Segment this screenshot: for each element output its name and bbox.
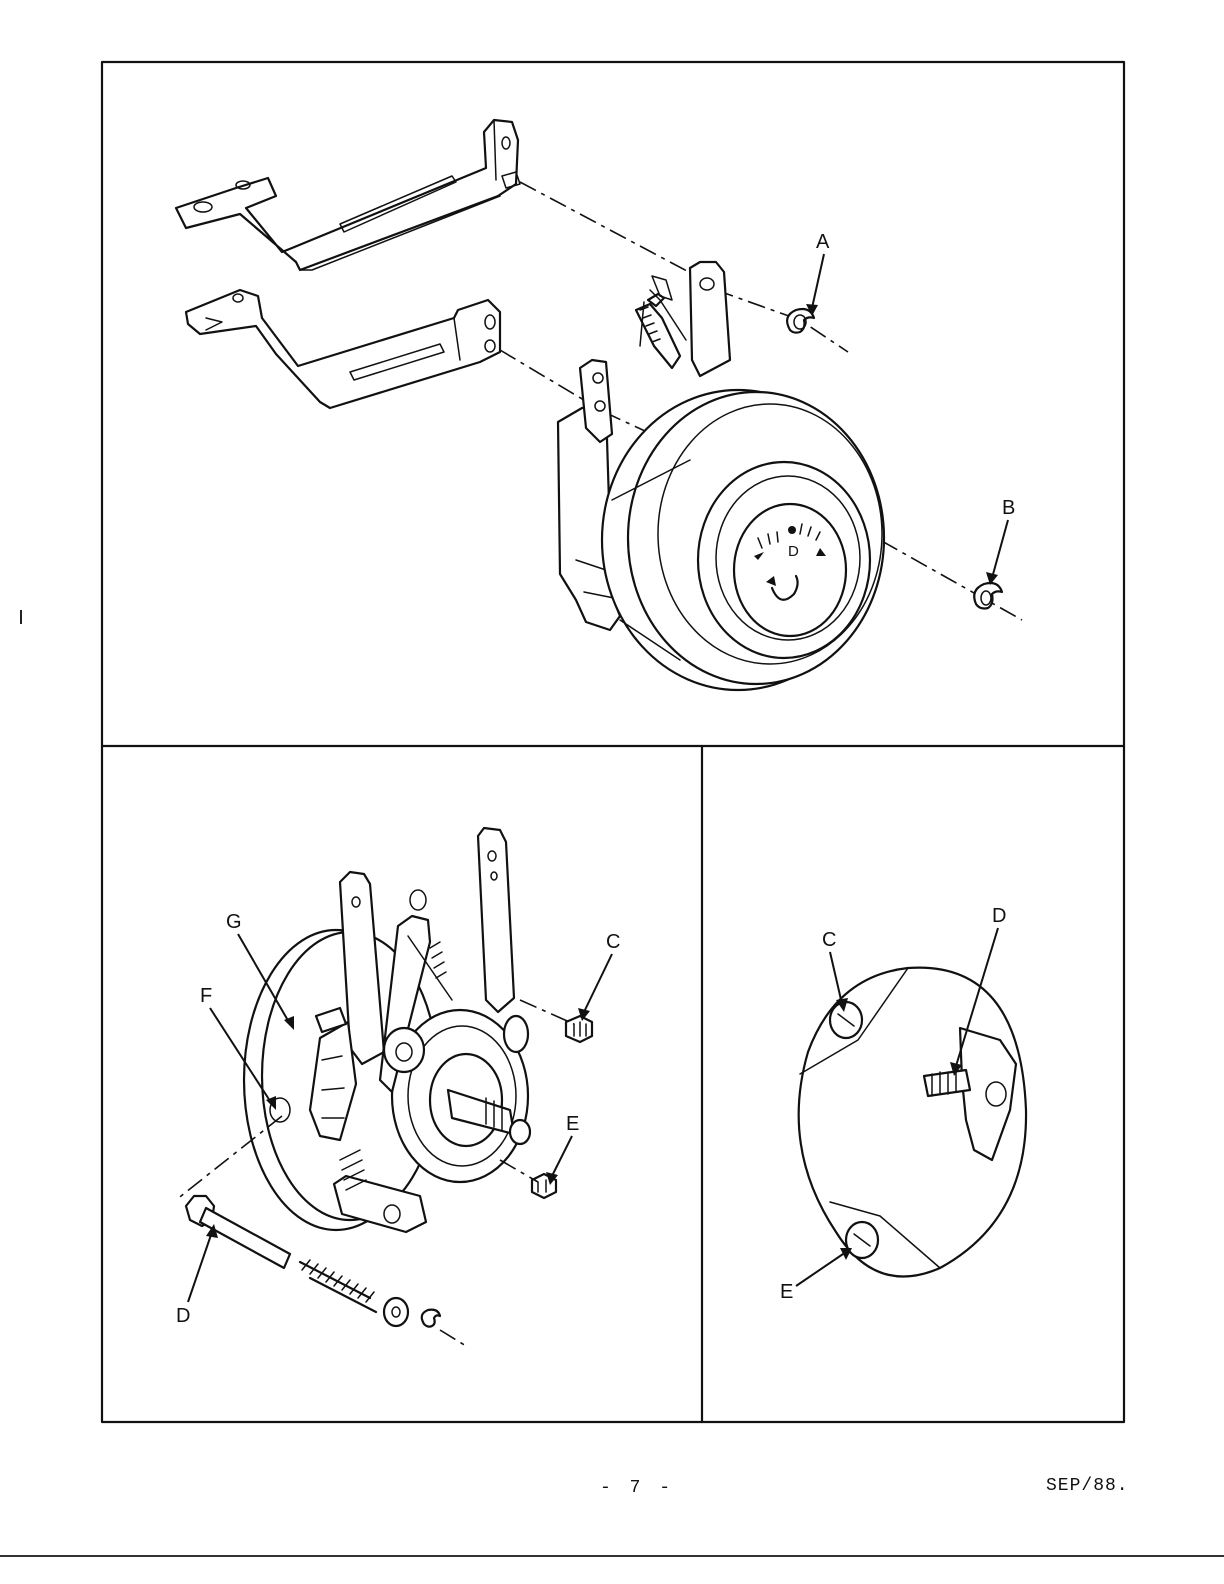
screw-c (564, 1014, 594, 1044)
svg-text:G: G (226, 911, 242, 933)
bolt-d-with-spring (184, 1194, 467, 1347)
lower-bracket (184, 288, 502, 410)
svg-text:C: C (606, 931, 620, 953)
e-ring-a (785, 307, 816, 334)
svg-text:D: D (992, 905, 1006, 927)
callout-g: G (226, 911, 294, 1030)
assembly-line-upper (519, 181, 701, 279)
detail-callout-c: C (822, 929, 848, 1012)
assembly-line-upper-2 (715, 289, 849, 353)
svg-text:B: B (1002, 497, 1015, 519)
callout-d: D (176, 1224, 218, 1327)
svg-text:E: E (780, 1281, 793, 1303)
e-ring-b (973, 581, 1004, 610)
callout-a: A (806, 231, 830, 316)
hole-f (269, 1097, 291, 1123)
figure-frame (100, 60, 1126, 1424)
callout-c: C (578, 931, 620, 1021)
svg-text:D: D (176, 1305, 190, 1327)
detail-callout-e: E (780, 1248, 852, 1303)
date-code: SEP/88. (1046, 1476, 1129, 1496)
upper-bracket (174, 118, 521, 272)
dial-face: D (754, 523, 826, 601)
bottom-left-figure-brake-assembly: G F C E D (175, 826, 620, 1347)
svg-text:A: A (816, 231, 830, 253)
clutch-pulley-assembly: D (556, 260, 886, 692)
detail-callout-d: D (950, 905, 1006, 1076)
top-figure-exploded-view: D A B (174, 118, 1023, 692)
callout-b: B (986, 497, 1015, 585)
callout-f: F (200, 985, 276, 1110)
callout-e: E (546, 1113, 579, 1185)
svg-text:E: E (566, 1113, 579, 1135)
assembly-line-lower (499, 349, 605, 413)
scan-mark (20, 610, 22, 624)
page-number: - 7 - (600, 1478, 675, 1498)
bottom-right-figure-disc-detail: C D E (780, 905, 1028, 1303)
bottom-rule (0, 1555, 1224, 1557)
dial-letter: D (788, 543, 799, 560)
svg-text:F: F (200, 985, 212, 1007)
svg-text:C: C (822, 929, 836, 951)
